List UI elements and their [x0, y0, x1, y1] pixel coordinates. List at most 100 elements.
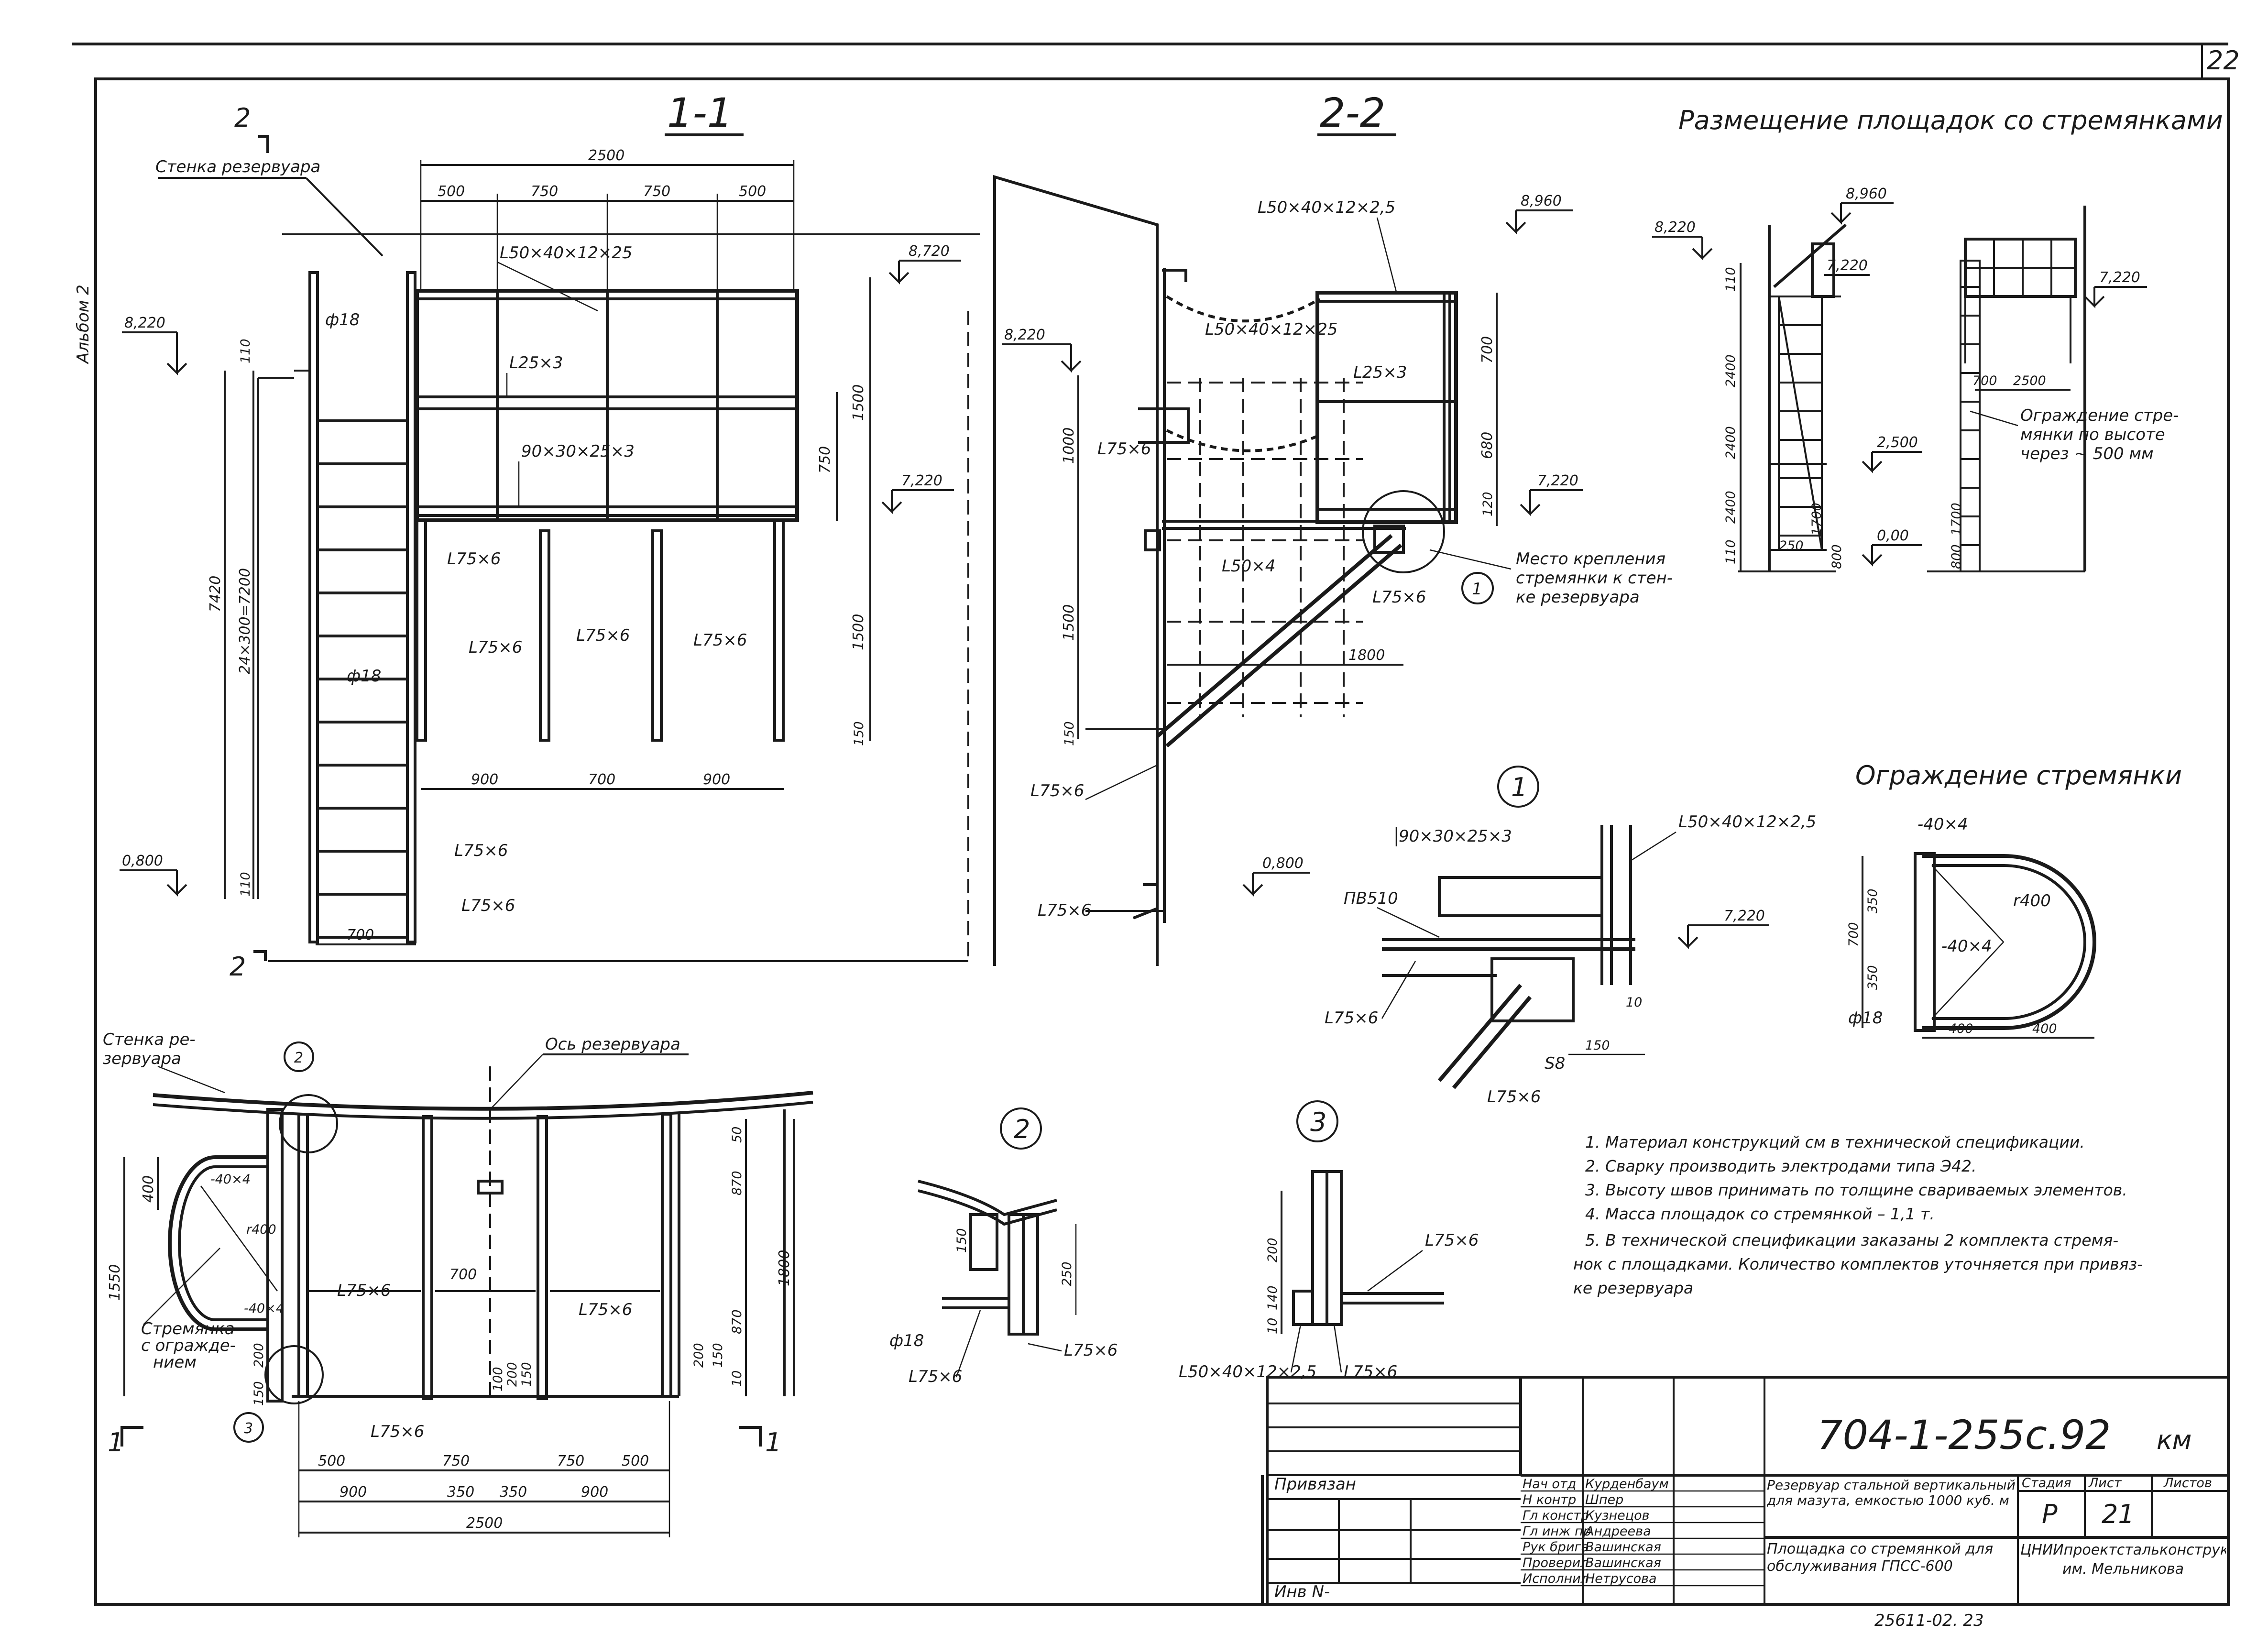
guard-label-r400: r400: [2013, 891, 2051, 910]
plan-dim-350-a: 350: [447, 1484, 474, 1501]
elevation-8960: 8,960: [1505, 193, 1573, 234]
label-l75x6-h: L75×6: [1372, 588, 1426, 607]
guard-height-2: мянки по высоте: [2020, 425, 2165, 444]
tb-archive: 25611-02. 23: [1874, 1611, 1984, 1630]
label-l75x6-f: L75×6: [461, 896, 515, 915]
title-block: 704-1-255с.92 км Привязан Инв N- Нач отд…: [1261, 1376, 2230, 1630]
label-phi18-a: ф18: [325, 310, 360, 329]
plan-ladder-label-1: Стремянка: [141, 1319, 235, 1338]
sheet-number: 22: [2207, 45, 2240, 76]
tb-name-5: Вашинская: [1585, 1556, 1661, 1570]
plan-label-l75x6-c: L75×6: [371, 1422, 424, 1441]
plan-wall-label-2: зервуара: [103, 1049, 181, 1068]
note-5c: ке резервуара: [1573, 1279, 1693, 1297]
guard-dim-350-b: 350: [1865, 965, 1880, 990]
section-1-1: 1-1 2 2 Стенка резервуара: [120, 89, 980, 982]
pl-elev-2500: 2,500: [1862, 434, 1922, 473]
label-l75x6-b: L75×6: [469, 638, 522, 657]
plan-dim-200-a: 200: [252, 1343, 266, 1368]
pl-dim-2400-c: 2400: [1723, 491, 1738, 524]
tb-role-3: Гл инж пр: [1523, 1524, 1591, 1539]
guard-height-3: через ~ 500 мм: [2020, 444, 2154, 463]
pl-dim-800-b: 800: [1949, 544, 1964, 569]
plan-dim-870-b: 870: [730, 1309, 745, 1334]
pl-elev-8220: 8,220: [1652, 219, 1713, 261]
dim-2500-top: 2500: [588, 147, 625, 164]
attach-label-2: стремянки к стен-: [1516, 569, 1673, 588]
note-3: 3. Высоту швов принимать по толщине свар…: [1585, 1181, 2127, 1199]
tb-name-0: Курденбаум: [1585, 1477, 1669, 1491]
section-2-2: 2-2: [993, 89, 1673, 966]
plan-dim-50-a: 50: [730, 1127, 745, 1143]
label-l25x3-b: L25×3: [1353, 363, 1407, 382]
svg-text:7,220: 7,220: [901, 472, 942, 489]
note-5b: нок с площадками. Количество комплектов …: [1573, 1255, 2143, 1273]
pl-dim-1700-a: 1700: [1809, 503, 1824, 536]
tb-role-5: Проверил: [1523, 1556, 1589, 1570]
svg-text:7,220: 7,220: [1827, 257, 1868, 274]
note-1: 1. Материал конструкций см в технической…: [1585, 1133, 2085, 1151]
d1-label-s8: S8: [1545, 1054, 1565, 1073]
svg-text:7,220: 7,220: [1724, 908, 1765, 924]
dim-700-c: 700: [1479, 336, 1496, 363]
plan-dim-1800: 1800: [776, 1250, 793, 1286]
plan-dim-750-b: 750: [557, 1453, 584, 1469]
plan-axis-label: Ось резервуара: [545, 1035, 680, 1054]
elevation-8720: 8,720: [888, 243, 961, 285]
plan-label-r400: r400: [246, 1222, 276, 1237]
callout-1: 1: [1472, 580, 1482, 599]
doc-code: 704-1-255с.92: [1817, 1412, 2111, 1458]
dim-1500-c: 1500: [1061, 604, 1077, 641]
tb-name-4: Вашинская: [1585, 1540, 1661, 1555]
attach-label-3: ке резервуара: [1516, 588, 1640, 607]
label-l75x6-c: L75×6: [576, 626, 630, 645]
d1-label-90x30: 90×30×25×3: [1399, 827, 1512, 846]
detail-2-mark: 2: [1014, 1114, 1030, 1144]
plan-dim-500-a: 500: [318, 1453, 345, 1469]
plan-dim-350-b: 350: [500, 1484, 527, 1501]
tb-role-4: Рук брига: [1523, 1540, 1589, 1555]
dim-900-b: 900: [703, 771, 730, 788]
d3-dim-140: 140: [1265, 1285, 1280, 1310]
plan-label-40x4-b: -40×4: [244, 1301, 284, 1316]
tb-inv: Инв N-: [1274, 1582, 1330, 1601]
d2-dim-150: 150: [954, 1228, 969, 1253]
d3-dim-200: 200: [1265, 1238, 1280, 1262]
dim-110-a: 110: [238, 339, 253, 363]
plan-ladder-label-3: нием: [153, 1353, 197, 1372]
dim-24x300: 24×300=7200: [237, 568, 253, 674]
dim-750-b: 750: [643, 183, 670, 200]
wall-label: Стенка резервуара: [155, 157, 320, 176]
guard-label-40x4-a: -40×4: [1917, 815, 1968, 834]
label-l75x6-d: L75×6: [693, 631, 747, 650]
dim-150: 150: [852, 721, 866, 746]
pl-elev-8960: 8,960: [1830, 186, 1894, 225]
d2-label-l75x6-b: L75×6: [1064, 1341, 1118, 1360]
tb-role-6: Исполнил: [1523, 1571, 1589, 1586]
d1-elev-7220: 7,220: [1677, 908, 1769, 949]
dashed-grid: [1167, 378, 1363, 717]
tb-org: ЦНИИпроектстальконструкция им. Мельников…: [2020, 1542, 2226, 1578]
doc-mark: км: [2157, 1425, 2191, 1455]
d1-dim-150: 150: [1585, 1038, 1610, 1053]
dim-500-a: 500: [438, 183, 465, 200]
dim-750-v: 750: [817, 446, 833, 473]
pl-dim-2500: 2500: [2013, 373, 2046, 388]
d1-label-l75x6-b: L75×6: [1487, 1087, 1541, 1107]
detail-1: 1 90×30×25×3 L50×40×12×2,5 ПВ510 7,220 L…: [1325, 766, 1816, 1107]
pl-dim-2400-a: 2400: [1723, 354, 1738, 387]
notes: 1. Материал конструкций см в технической…: [1573, 1133, 2143, 1297]
plan-label-l75x6-a: L75×6: [337, 1281, 391, 1300]
pl-dim-1700-b: 1700: [1949, 503, 1964, 536]
elevation-7220-a: 7,220: [881, 472, 954, 514]
label-l50x4: L50×4: [1222, 557, 1275, 576]
elevation-0800-a: 0,800: [120, 853, 187, 897]
pl-dim-110: 110: [1723, 267, 1738, 292]
dim-700-a: 700: [588, 771, 615, 788]
pl-elev-000: 0,00: [1862, 527, 1922, 567]
tb-privyazan: Привязан: [1274, 1475, 1356, 1494]
dim-1800: 1800: [1348, 647, 1385, 664]
dim-900-a: 900: [471, 771, 498, 788]
guard-dim-700: 700: [1846, 922, 1861, 947]
